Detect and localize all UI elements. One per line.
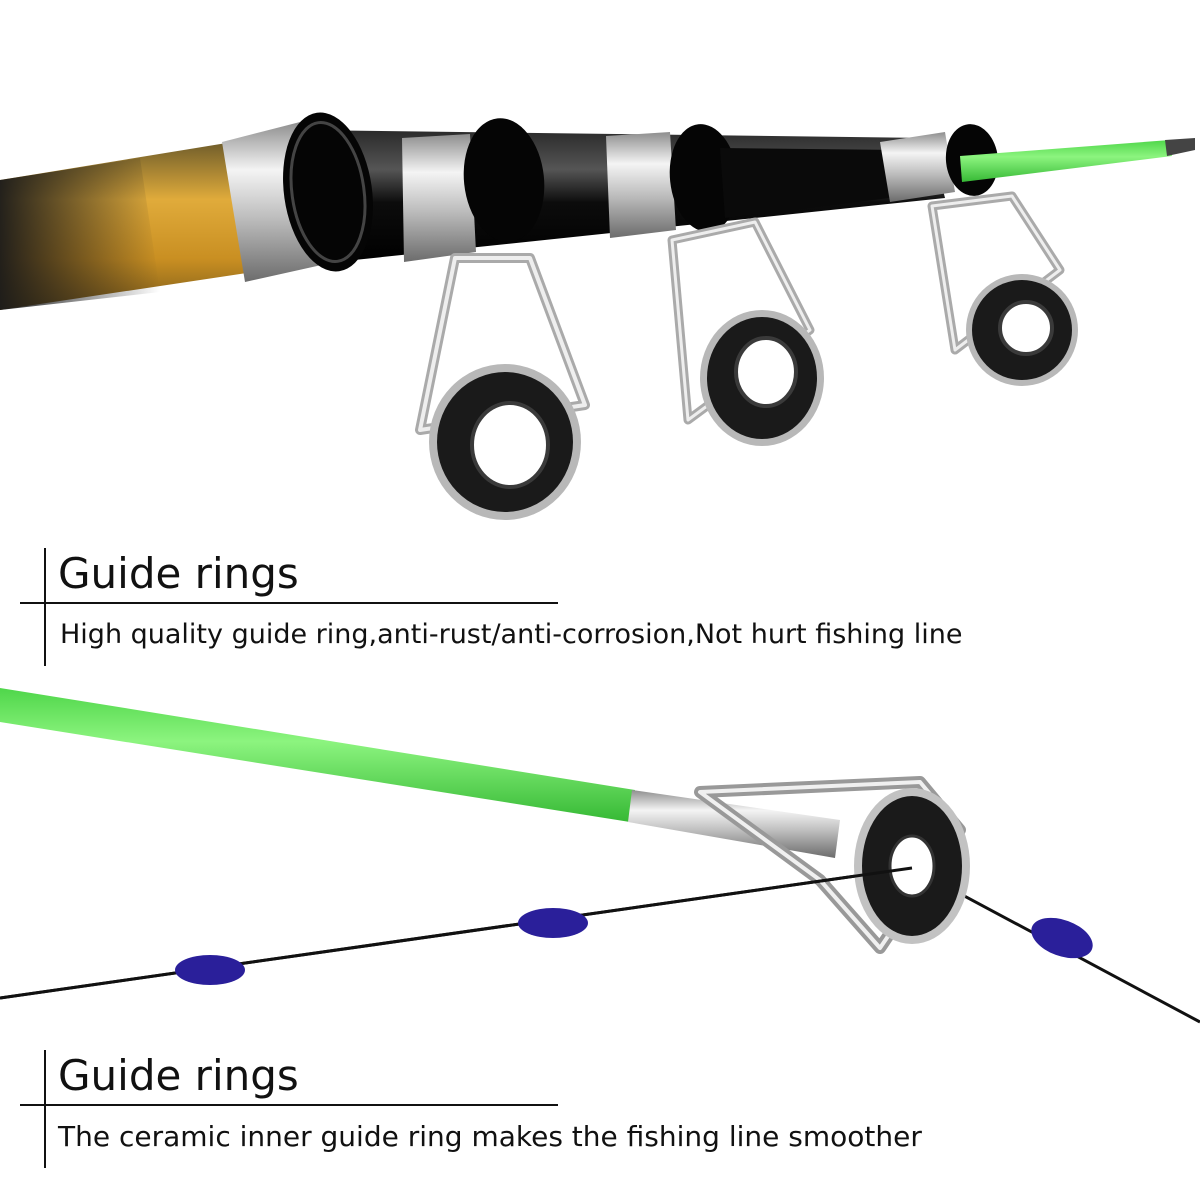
guide-ring-medium — [667, 217, 824, 446]
telescopic-rod — [0, 112, 1195, 310]
guide-ring-large — [415, 253, 590, 520]
caption-vertical-rule — [44, 1050, 46, 1168]
rod-tip-closeup — [0, 688, 966, 954]
caption-description: The ceramic inner guide ring makes the f… — [58, 1120, 922, 1153]
guide-ring-small — [927, 191, 1078, 386]
caption-description: High quality guide ring,anti-rust/anti-c… — [60, 619, 963, 650]
caption-guide-rings-ceramic: Guide rings The ceramic inner guide ring… — [0, 1050, 1200, 1180]
tip-guide-ring — [0, 788, 970, 1000]
caption-title: Guide rings — [58, 549, 299, 598]
caption-horizontal-rule — [20, 602, 558, 604]
line-float-3 — [1031, 917, 1093, 959]
line-float-1 — [175, 955, 245, 985]
caption-vertical-rule — [44, 548, 46, 666]
caption-guide-rings-quality: Guide rings High quality guide ring,anti… — [0, 548, 1200, 678]
fishing-line — [0, 866, 1200, 1024]
caption-title: Guide rings — [58, 1051, 299, 1100]
caption-horizontal-rule — [20, 1104, 558, 1106]
line-float-2 — [518, 908, 588, 938]
